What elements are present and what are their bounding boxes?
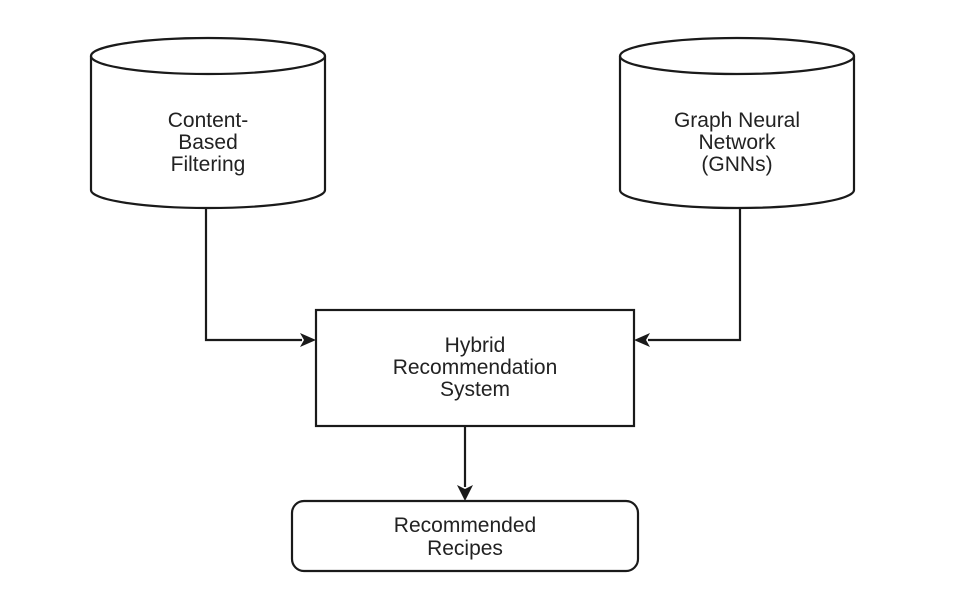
- arrowhead-right-icon: [300, 333, 316, 347]
- hybrid-box: [314, 308, 636, 428]
- content-based-label-line-3: Filtering: [171, 153, 246, 176]
- edge-line-gnn-to-hybrid: [648, 208, 742, 342]
- arrowhead-left-icon: [634, 333, 650, 347]
- edge-content-based-to-hybrid: [204, 208, 316, 347]
- recommended-label-line-2: Recipes: [427, 537, 503, 560]
- cylinder-body-content-based: [89, 56, 327, 210]
- node-content-based-filtering: Content- Based Filtering: [89, 36, 327, 210]
- arrowhead-down-icon: [457, 485, 473, 501]
- edge-line-content-based-to-hybrid: [204, 208, 302, 342]
- cylinder-top-content-based: [89, 36, 327, 76]
- edge-hybrid-to-recommended: [457, 426, 473, 501]
- cylinder-top-gnn: [618, 36, 856, 76]
- content-based-label-line-1: Content-: [168, 109, 249, 132]
- hybrid-label-line-1: Hybrid: [445, 334, 506, 357]
- node-graph-neural-network: Graph Neural Network (GNNs): [618, 36, 856, 210]
- gnn-label-line-2: Network: [698, 131, 776, 154]
- hybrid-label-line-3: System: [440, 378, 510, 401]
- node-recommended-recipes: Recommended Recipes: [290, 499, 640, 573]
- content-based-label-line-2: Based: [178, 131, 238, 154]
- cylinder-body-gnn: [618, 56, 856, 210]
- node-hybrid-recommendation-system: Hybrid Recommendation System: [314, 308, 636, 428]
- hybrid-label-line-2: Recommendation: [393, 356, 558, 379]
- gnn-label-line-1: Graph Neural: [674, 109, 800, 132]
- gnn-label-line-3: (GNNs): [701, 153, 772, 176]
- edge-gnn-to-hybrid: [634, 208, 742, 347]
- recommended-label-line-1: Recommended: [394, 514, 536, 537]
